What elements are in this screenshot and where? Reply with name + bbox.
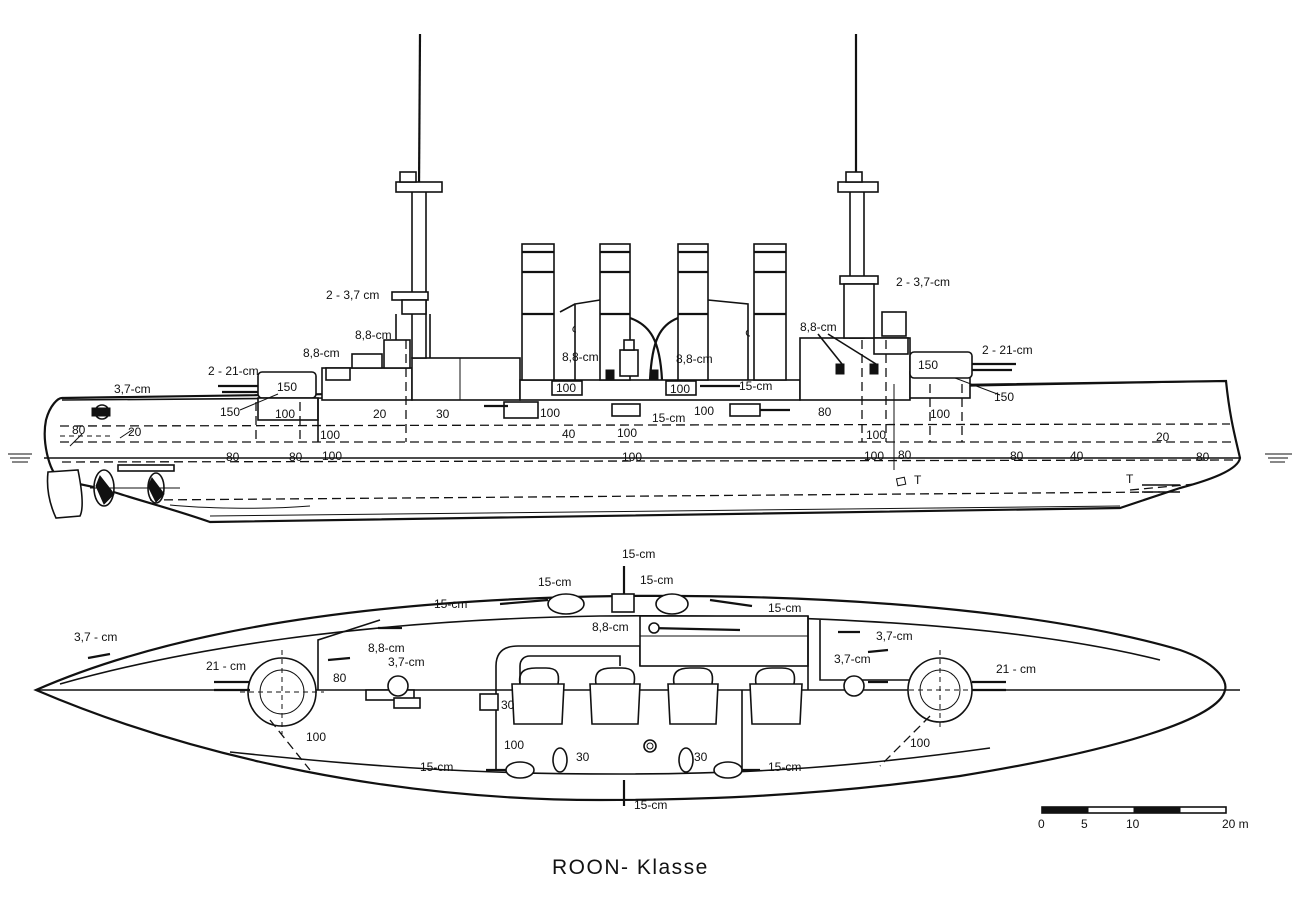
plan-view-labels: 15-cm 15-cm 15-cm 15-cm 15-cm 15-cm 15-c…	[74, 547, 1036, 812]
plan-label-g37-fwd: 3,7-cm	[388, 655, 425, 669]
funnel-3	[677, 243, 709, 381]
label-a80-4: 80	[818, 405, 832, 419]
plan-label-a100-1: 100	[306, 730, 326, 744]
label-a100-12: 100	[864, 449, 884, 463]
label-a100-1: 100	[275, 407, 295, 421]
hull-outline	[43, 379, 1242, 524]
label-a150-fwd: 150	[220, 405, 240, 419]
plan-label-g88-mid: 8,8-cm	[592, 620, 629, 634]
label-a100-8: 100	[866, 428, 886, 442]
label-a20-1: 20	[128, 425, 142, 439]
label-a80-3: 80	[289, 450, 303, 464]
label-a100-10: 100	[322, 449, 342, 463]
plan-label-g21-fwd: 21 - cm	[206, 659, 246, 673]
label-a40-1: 40	[562, 427, 576, 441]
label-a150-fwd-turret: 150	[277, 380, 297, 394]
plan-label-g15-6: 15-cm	[768, 760, 801, 774]
plan-label-g15-bottom: 15-cm	[634, 798, 667, 812]
label-a80-7: 80	[1196, 450, 1210, 464]
scale-tick-5: 5	[1081, 817, 1088, 831]
boat-cranes	[559, 299, 751, 381]
plan-label-a30-2: 30	[576, 750, 590, 764]
fwd-superstructure	[411, 357, 521, 401]
label-a150-aft: 150	[994, 390, 1014, 404]
label-g88-fwd-a: 8,8-cm	[303, 346, 340, 360]
plan-label-g37-bow: 3,7 - cm	[74, 630, 117, 644]
scale-tick-10: 10	[1126, 817, 1140, 831]
plan-label-a30-1: 30	[501, 698, 515, 712]
scale-tick-20: 20 m	[1222, 817, 1249, 831]
label-a40-2: 40	[1070, 449, 1084, 463]
label-a100-4: 100	[670, 382, 690, 396]
plan-label-g15-2: 15-cm	[640, 573, 673, 587]
rudder	[46, 469, 83, 519]
plan-fwd-turret	[214, 650, 324, 771]
label-g21-fwd: 2 - 21-cm	[208, 364, 259, 378]
foremast	[391, 33, 443, 359]
label-a100-5: 100	[540, 406, 560, 420]
armour-deck-line	[149, 491, 1161, 501]
label-a100-9: 100	[930, 407, 950, 421]
casemates	[484, 380, 790, 419]
scale-bar: 0 5 10 20 m	[1038, 806, 1249, 831]
plan-label-g15-top: 15-cm	[622, 547, 655, 561]
scale-tick-0: 0	[1038, 817, 1045, 831]
label-a100-2: 100	[320, 428, 340, 442]
label-g88-aft: 8,8-cm	[800, 320, 837, 334]
label-a20-2: 20	[373, 407, 387, 421]
plan-label-a100-2: 100	[504, 738, 524, 752]
label-g15-b: 15-cm	[652, 411, 685, 425]
waterline-marks	[8, 453, 1292, 463]
plan-label-g21-aft: 21 - cm	[996, 662, 1036, 676]
plan-label-g88-fwd: 8,8-cm	[368, 641, 405, 655]
label-t-2: T	[1126, 472, 1134, 486]
label-a150-aft-turret: 150	[918, 358, 938, 372]
armour-belt-upper	[59, 423, 1231, 427]
label-a100-6: 100	[694, 404, 714, 418]
mainmast	[837, 34, 909, 355]
label-a100-7: 100	[617, 426, 637, 440]
label-g88-mid-b: 8,8-cm	[676, 352, 713, 366]
funnel-1	[521, 243, 555, 381]
funnel-4	[753, 243, 787, 381]
label-a20-3: 20	[1156, 430, 1170, 444]
label-a80-2: 80	[226, 450, 240, 464]
plan-label-a80: 80	[333, 671, 347, 685]
label-t-1: T	[914, 473, 922, 487]
label-g21-aft: 2 - 21-cm	[982, 343, 1033, 357]
plan-label-g15-5: 15-cm	[420, 760, 453, 774]
plan-boats	[511, 667, 803, 725]
plan-label-g15-1: 15-cm	[538, 575, 571, 589]
label-a30: 30	[436, 407, 450, 421]
plan-aft-turret	[879, 650, 1006, 767]
plan-label-g37-aft-a: 3,7-cm	[876, 629, 913, 643]
plan-label-g15-3: 15-cm	[434, 597, 467, 611]
label-g88-mid-a: 8,8-cm	[562, 350, 599, 364]
label-a80-1: 80	[72, 423, 86, 437]
diagram-title: ROON- Klasse	[552, 856, 709, 879]
side-elevation-labels: 2 - 3,7 cm 2 - 3,7-cm 3,7-cm 8,8-cm 8,8-…	[72, 275, 1210, 487]
label-a80-6: 80	[1010, 449, 1024, 463]
bilge-line	[209, 505, 1121, 517]
aft-21cm-turret	[909, 351, 1016, 379]
plan-casemates	[486, 566, 760, 806]
label-a100-11: 100	[622, 450, 642, 464]
plan-label-a30-3: 30	[694, 750, 708, 764]
label-a80-5: 80	[898, 448, 912, 462]
label-g37-bow: 3,7-cm	[114, 382, 151, 396]
label-a100-3: 100	[556, 381, 576, 395]
side-elevation	[8, 33, 1292, 524]
label-g37-aft-upper: 2 - 3,7-cm	[896, 275, 950, 289]
plan-label-a100-3: 100	[910, 736, 930, 750]
label-g37-fwd-upper: 2 - 3,7 cm	[326, 288, 379, 302]
plan-label-g15-4: 15-cm	[768, 601, 801, 615]
label-g15-a: 15-cm	[739, 379, 772, 393]
plan-label-g37-aft-b: 3,7-cm	[834, 652, 871, 666]
plan-hull-outline	[33, 594, 1227, 802]
fwd-21cm-turret	[218, 371, 319, 421]
label-g88-fwd-b: 8,8-cm	[355, 328, 392, 342]
plan-view	[33, 566, 1240, 806]
